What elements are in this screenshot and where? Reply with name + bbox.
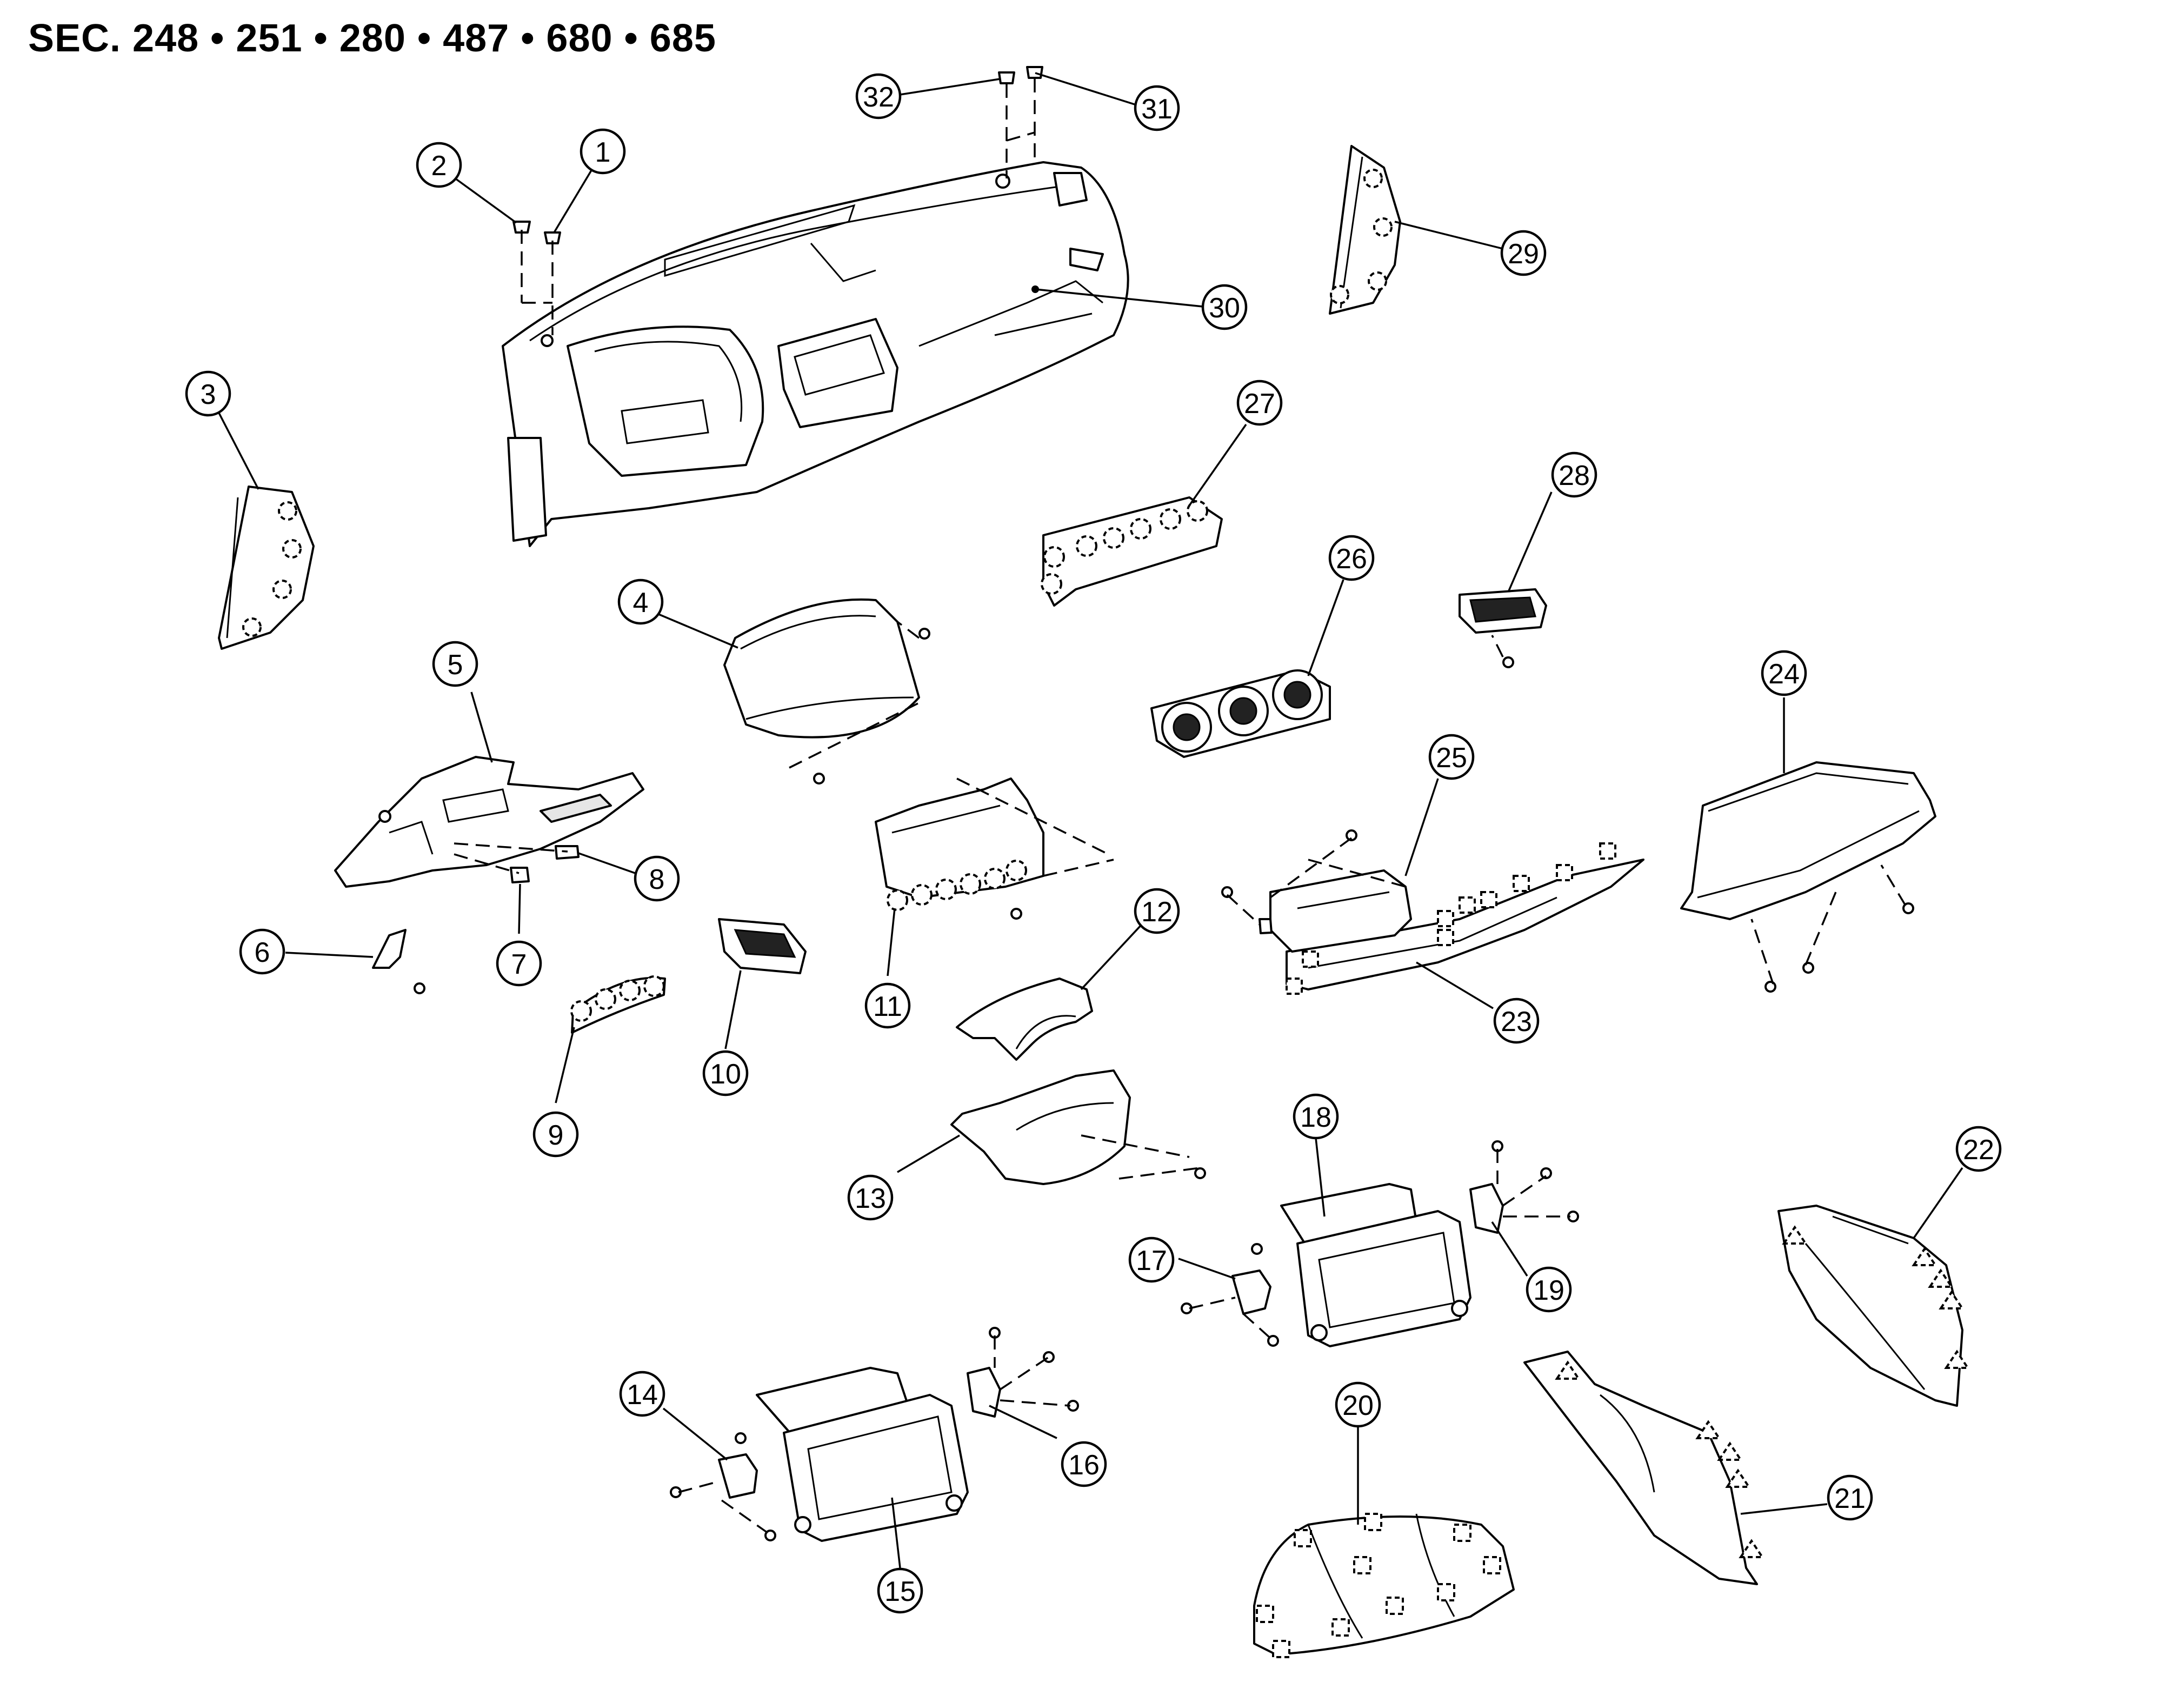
display-unit-part-18 bbox=[1280, 1183, 1471, 1347]
callout-5: 5 bbox=[432, 641, 478, 687]
side-finisher-right-part bbox=[1329, 145, 1401, 315]
callout-2: 2 bbox=[416, 142, 462, 188]
callout-29: 29 bbox=[1500, 230, 1547, 276]
svg-text:14: 14 bbox=[627, 1379, 658, 1411]
svg-text:32: 32 bbox=[863, 82, 894, 113]
instrument-lower-panel-part bbox=[334, 756, 644, 888]
callout-28: 28 bbox=[1551, 451, 1597, 498]
callout-25: 25 bbox=[1428, 734, 1475, 780]
glove-box-part bbox=[1680, 761, 1936, 993]
callout-24: 24 bbox=[1761, 650, 1807, 696]
svg-text:6: 6 bbox=[255, 937, 270, 968]
callout-20: 20 bbox=[1335, 1381, 1381, 1428]
callout-10: 10 bbox=[702, 1050, 749, 1096]
callout-22: 22 bbox=[1955, 1126, 2002, 1172]
svg-text:1: 1 bbox=[595, 137, 611, 168]
svg-text:29: 29 bbox=[1508, 238, 1539, 270]
callout-7: 7 bbox=[496, 940, 542, 987]
callout-3: 3 bbox=[185, 370, 231, 417]
steering-column-cover-lower-part bbox=[950, 1069, 1206, 1185]
svg-text:3: 3 bbox=[201, 379, 216, 410]
svg-text:25: 25 bbox=[1436, 742, 1467, 774]
callout-1: 1 bbox=[580, 128, 626, 175]
instrument-panel-part bbox=[502, 161, 1129, 547]
leader-lines bbox=[216, 72, 1963, 1568]
center-ventilator-part-26 bbox=[1150, 669, 1331, 758]
vent-finisher-part-9 bbox=[570, 975, 666, 1034]
vent-finisher-part-27 bbox=[1041, 496, 1223, 607]
bracket-part-14 bbox=[670, 1432, 776, 1541]
steering-column-cover-upper-part bbox=[956, 978, 1093, 1061]
callout-27: 27 bbox=[1236, 380, 1283, 426]
svg-text:21: 21 bbox=[1834, 1483, 1866, 1514]
cluster-lid-part-11 bbox=[875, 777, 1044, 920]
assembly-guide-lines bbox=[454, 78, 1907, 1534]
svg-text:20: 20 bbox=[1342, 1390, 1374, 1421]
callout-12: 12 bbox=[1134, 888, 1180, 934]
svg-text:9: 9 bbox=[548, 1120, 564, 1151]
svg-text:15: 15 bbox=[884, 1576, 916, 1607]
svg-text:12: 12 bbox=[1141, 896, 1173, 928]
bracket-part-17 bbox=[1181, 1243, 1279, 1347]
switch-part-7 bbox=[510, 867, 530, 883]
svg-text:16: 16 bbox=[1068, 1450, 1100, 1481]
clip-part-2 bbox=[512, 221, 531, 234]
lower-cover-part-20 bbox=[1253, 1513, 1515, 1658]
ventilator-grille-part-10 bbox=[718, 918, 807, 974]
ac-control-panel-part-25 bbox=[1221, 829, 1412, 953]
side-panel-part-21 bbox=[1523, 1351, 1764, 1585]
callout-6: 6 bbox=[239, 928, 285, 975]
svg-text:31: 31 bbox=[1141, 94, 1173, 125]
callout-31: 31 bbox=[1134, 85, 1180, 131]
callout-8: 8 bbox=[634, 855, 680, 902]
svg-text:22: 22 bbox=[1963, 1134, 1994, 1166]
callout-26: 26 bbox=[1328, 535, 1375, 581]
bracket-part-19 bbox=[1469, 1140, 1579, 1234]
callout-23: 23 bbox=[1493, 998, 1540, 1044]
console-lower-part-23 bbox=[1286, 842, 1644, 995]
callout-30: 30 bbox=[1201, 284, 1248, 330]
svg-text:28: 28 bbox=[1559, 460, 1590, 491]
svg-text:2: 2 bbox=[431, 150, 447, 182]
callout-32: 32 bbox=[855, 73, 902, 119]
svg-text:24: 24 bbox=[1768, 659, 1800, 690]
callout-14: 14 bbox=[619, 1371, 665, 1417]
svg-text:23: 23 bbox=[1501, 1006, 1532, 1038]
callout-21: 21 bbox=[1827, 1474, 1873, 1521]
callout-16: 16 bbox=[1061, 1441, 1107, 1487]
callout-13: 13 bbox=[847, 1174, 894, 1221]
callout-17: 17 bbox=[1128, 1236, 1175, 1283]
display-unit-part-15 bbox=[756, 1367, 969, 1542]
svg-text:19: 19 bbox=[1533, 1275, 1564, 1306]
callout-19: 19 bbox=[1526, 1266, 1572, 1313]
svg-text:18: 18 bbox=[1300, 1102, 1331, 1133]
svg-text:17: 17 bbox=[1136, 1245, 1167, 1276]
clip-part-32 bbox=[998, 71, 1015, 84]
side-ventilator-part-28 bbox=[1459, 588, 1547, 668]
svg-text:7: 7 bbox=[511, 949, 527, 980]
bracket-part-6 bbox=[372, 929, 425, 994]
callout-15: 15 bbox=[877, 1567, 923, 1614]
callout-9: 9 bbox=[532, 1111, 579, 1158]
section-codes-title: SEC. 248 • 251 • 280 • 487 • 680 • 685 bbox=[28, 17, 716, 60]
bracket-part-16 bbox=[967, 1327, 1079, 1418]
svg-text:8: 8 bbox=[649, 864, 665, 895]
callout-11: 11 bbox=[864, 982, 911, 1029]
svg-text:30: 30 bbox=[1209, 292, 1240, 324]
callout-18: 18 bbox=[1293, 1093, 1339, 1140]
side-panel-part-22 bbox=[1777, 1205, 1970, 1407]
svg-text:27: 27 bbox=[1244, 388, 1275, 420]
combination-meter-part bbox=[723, 598, 930, 784]
clip-part-31 bbox=[1026, 66, 1043, 79]
svg-text:10: 10 bbox=[710, 1059, 741, 1090]
callout-4: 4 bbox=[617, 579, 664, 625]
svg-text:11: 11 bbox=[873, 991, 902, 1022]
svg-text:13: 13 bbox=[855, 1183, 886, 1214]
side-finisher-left-part bbox=[218, 486, 315, 650]
svg-text:26: 26 bbox=[1336, 543, 1367, 575]
svg-text:4: 4 bbox=[633, 587, 649, 619]
svg-text:5: 5 bbox=[448, 649, 463, 681]
